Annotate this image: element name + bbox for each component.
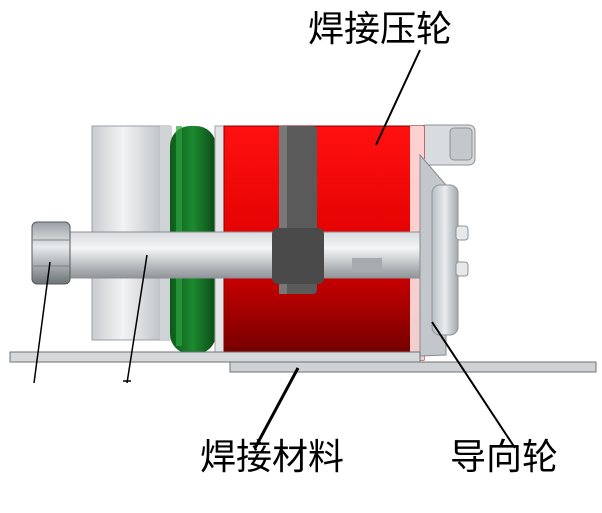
hex-nut [31, 221, 71, 285]
base-plate-bottom [229, 361, 597, 373]
base-plate-top [9, 351, 421, 363]
leader-nut [33, 261, 51, 384]
label-pressure-wheel: 焊接压轮 [308, 9, 453, 50]
back-mount-block [419, 124, 476, 166]
main-shaft [57, 231, 429, 279]
label-guide-wheel: 导向轮 [450, 437, 559, 478]
shaft-collar [272, 228, 324, 284]
label-welding-material: 焊接材料 [200, 437, 345, 478]
leader-guide-wheel [431, 321, 516, 449]
leader-shaft [126, 254, 148, 384]
leader-pressure-wheel [375, 49, 421, 146]
leader-lines [33, 49, 516, 449]
guide-wheel [419, 153, 469, 357]
leader-welding-material [253, 367, 300, 449]
